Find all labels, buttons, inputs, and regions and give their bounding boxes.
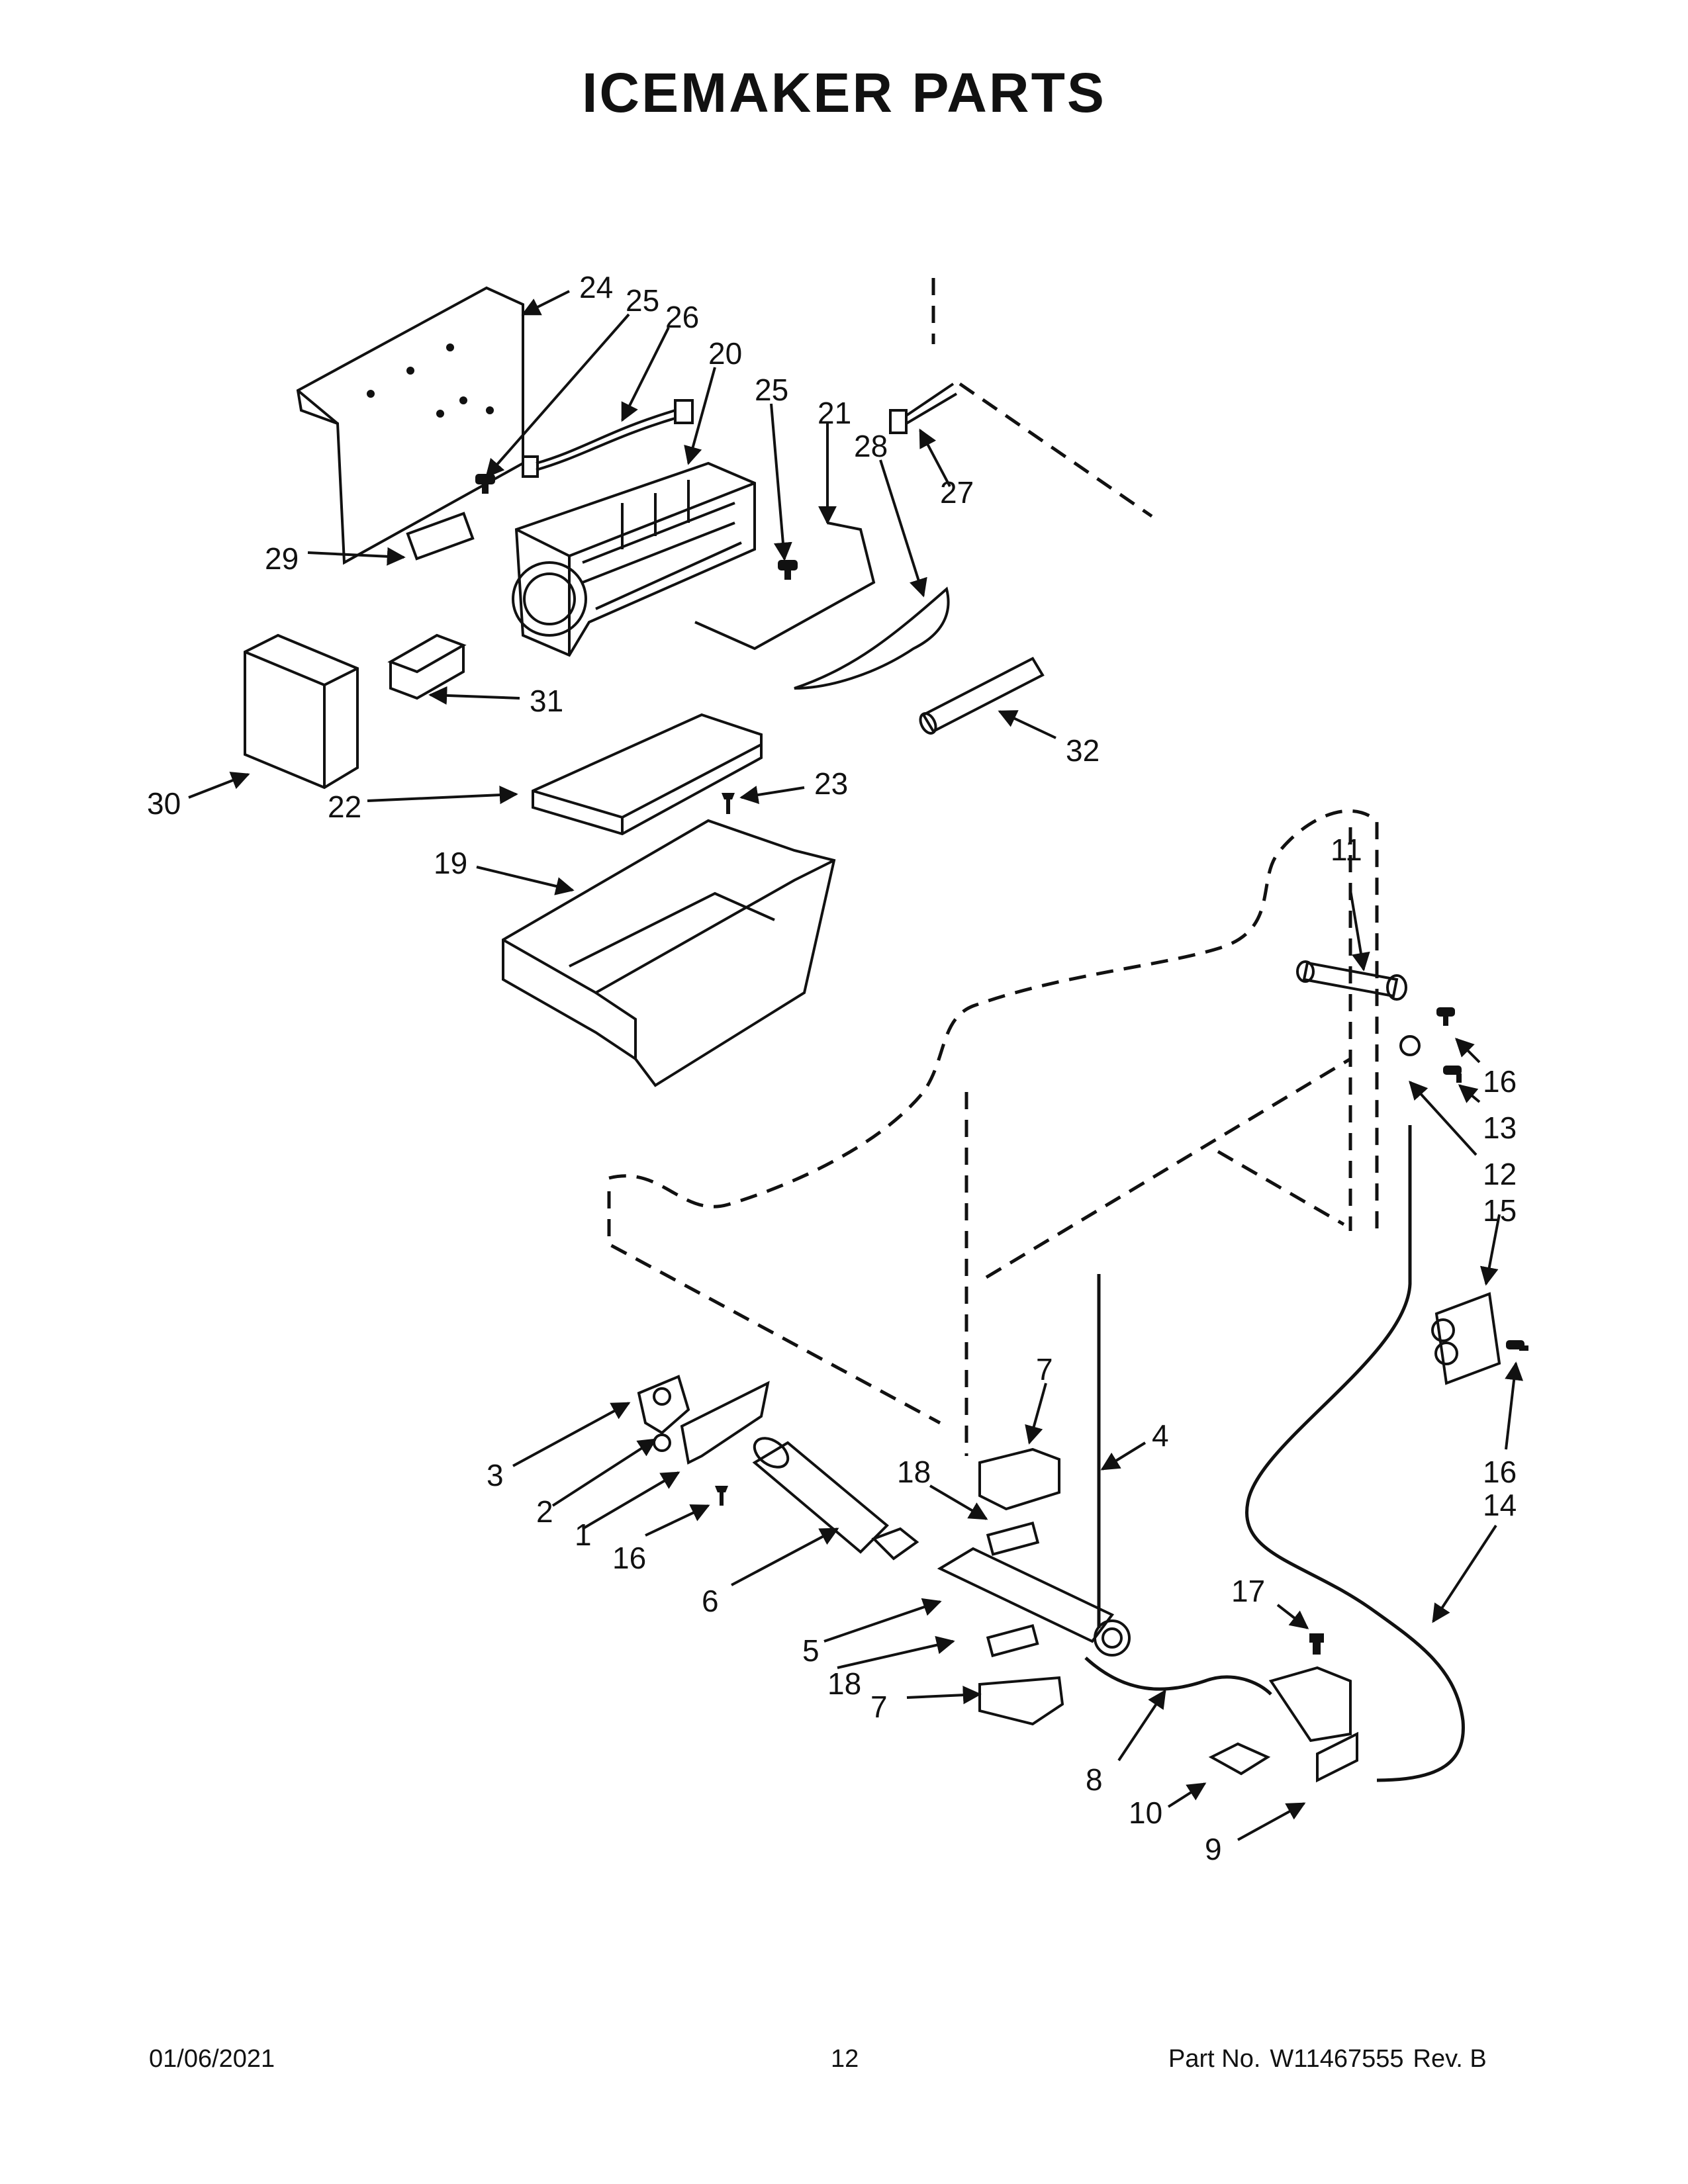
callout-18b: 18 (827, 1666, 861, 1701)
bracket-10 (1208, 1742, 1271, 1776)
callout-13: 13 (1483, 1111, 1517, 1145)
wire-arm-21 (694, 522, 876, 651)
filter-housing-5 (937, 1547, 1131, 1657)
callout-25b: 25 (755, 373, 788, 407)
screw-16a (1436, 1007, 1455, 1026)
fill-tube-11 (1296, 960, 1407, 1001)
part-number-value: W11467555 (1270, 2045, 1404, 2073)
callout-16a: 16 (1483, 1064, 1517, 1099)
screw-25b (778, 560, 798, 580)
pad-18a (986, 1522, 1040, 1556)
callout-6: 6 (702, 1584, 719, 1618)
mounting-plate-24 (296, 286, 524, 565)
cabinet-outline (607, 278, 1379, 1456)
callout-17: 17 (1231, 1574, 1265, 1608)
callout-22: 22 (328, 790, 361, 824)
callout-27: 27 (940, 475, 974, 510)
screw-16b (1506, 1340, 1528, 1351)
callout-30: 30 (147, 786, 181, 821)
callout-15: 15 (1483, 1193, 1517, 1228)
callout-3: 3 (487, 1458, 504, 1492)
callout-11: 11 (1331, 833, 1362, 867)
gasket-29 (406, 512, 475, 561)
water-tube-14 (1245, 1125, 1465, 1782)
fastener-23 (722, 793, 735, 814)
callout-1: 1 (575, 1518, 592, 1552)
tube-32 (919, 657, 1045, 735)
footer-part-info: Part No. W11467555 Rev. B (1168, 2045, 1487, 2073)
tube-8 (1084, 1657, 1272, 1696)
callout-24: 24 (579, 270, 613, 304)
cover-box-30 (244, 633, 359, 790)
callout-9: 9 (1205, 1832, 1222, 1866)
heater-12 (1399, 1035, 1421, 1056)
callout-29: 29 (265, 541, 299, 576)
water-valve-9 (1268, 1666, 1358, 1783)
footer-date: 01/06/2021 (149, 2045, 275, 2073)
callouts: 24 25 26 20 25 21 28 27 29 31 32 30 22 2… (147, 270, 1517, 1866)
foam-block-7a (978, 1447, 1060, 1511)
callout-19: 19 (434, 846, 467, 880)
screw-25a (475, 474, 495, 494)
callout-18a: 18 (897, 1455, 931, 1489)
callout-32: 32 (1066, 733, 1100, 768)
bracket-31 (387, 633, 467, 700)
connector-27 (889, 383, 958, 434)
callout-21: 21 (818, 396, 851, 430)
callout-7a: 7 (1036, 1352, 1053, 1387)
page-title: ICEMAKER PARTS (582, 62, 1106, 124)
callout-28: 28 (854, 429, 888, 463)
callout-8: 8 (1086, 1762, 1103, 1797)
cover-28 (794, 586, 950, 690)
part-number-label: Part No. (1168, 2045, 1261, 2073)
filter-cap-3 (637, 1375, 690, 1435)
foam-block-7b (978, 1676, 1064, 1726)
callout-23: 23 (814, 766, 848, 801)
callout-4: 4 (1152, 1418, 1169, 1453)
wire-harness-26 (522, 399, 694, 478)
callout-16c: 16 (612, 1541, 646, 1575)
fastener-16c (715, 1486, 728, 1506)
pad-18b (986, 1624, 1039, 1658)
shelf-22 (532, 713, 763, 836)
callout-12: 12 (1483, 1157, 1517, 1191)
screw-17 (1309, 1633, 1324, 1655)
callout-20: 20 (708, 336, 742, 371)
screw-13 (1443, 1066, 1462, 1083)
footer-page-number: 12 (831, 2045, 859, 2073)
clamp-15 (1431, 1292, 1501, 1385)
callout-10: 10 (1129, 1796, 1162, 1830)
callout-16b: 16 (1483, 1455, 1517, 1489)
revision-label: Rev. B (1413, 2045, 1487, 2073)
filter-cartridge-6 (752, 1437, 919, 1561)
screw-2 (653, 1433, 671, 1452)
bracket-1 (680, 1381, 770, 1465)
ice-bin-19 (502, 819, 836, 1087)
icemaker-assembly-20 (512, 461, 756, 657)
callout-7b: 7 (870, 1690, 888, 1724)
callout-5: 5 (802, 1633, 820, 1668)
callout-31: 31 (530, 684, 563, 718)
callout-2: 2 (536, 1494, 553, 1529)
callout-14: 14 (1483, 1488, 1517, 1522)
leader-lines (188, 290, 1524, 1841)
callout-25a: 25 (626, 283, 659, 318)
callout-26: 26 (665, 300, 699, 334)
